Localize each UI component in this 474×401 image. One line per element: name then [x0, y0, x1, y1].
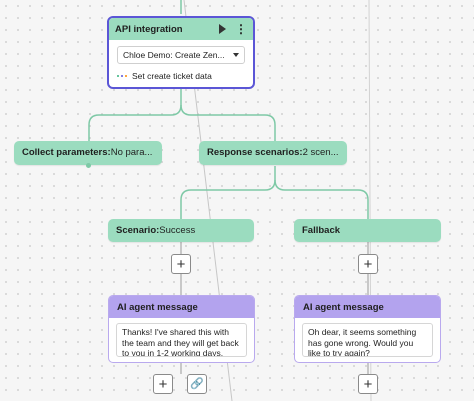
plus-icon: + — [363, 375, 373, 393]
chevron-down-icon — [233, 53, 239, 57]
ai-agent-message-text[interactable]: Thanks! I've shared this with the team a… — [116, 323, 247, 357]
action-dots-icon — [117, 75, 127, 77]
collect-parameters-node[interactable]: Collect parameters:No para... — [14, 141, 162, 165]
add-step-button-left[interactable]: + — [171, 254, 191, 274]
api-integration-select-value: Chloe Demo: Create Zen... — [123, 50, 225, 60]
ai-agent-message-title: AI agent message — [295, 296, 440, 318]
api-integration-node[interactable]: API integration ⋮ Chloe Demo: Create Zen… — [107, 16, 255, 89]
play-icon[interactable] — [219, 24, 226, 34]
ai-agent-message-card-success[interactable]: AI agent message Thanks! I've shared thi… — [108, 295, 255, 363]
collect-parameters-label: Collect parameters: — [22, 147, 111, 158]
scenario-value: Success — [159, 225, 196, 236]
link-icon: 🔗 — [190, 377, 204, 390]
response-scenarios-label: Response scenarios: — [207, 147, 303, 158]
api-integration-select[interactable]: Chloe Demo: Create Zen... — [117, 46, 245, 64]
fallback-node[interactable]: Fallback — [294, 219, 441, 242]
collect-parameters-value: No para... — [110, 147, 153, 158]
fallback-label: Fallback — [302, 225, 341, 236]
api-action-label: Set create ticket data — [132, 71, 212, 81]
link-button[interactable]: 🔗 — [187, 374, 207, 394]
plus-icon: + — [176, 255, 186, 273]
api-integration-header: API integration ⋮ — [109, 18, 253, 40]
ai-agent-message-card-fallback[interactable]: AI agent message Oh dear, it seems somet… — [294, 295, 441, 363]
api-integration-title: API integration — [115, 23, 183, 35]
add-step-button-right[interactable]: + — [358, 254, 378, 274]
response-scenarios-node[interactable]: Response scenarios:2 scen... — [199, 141, 347, 165]
api-action-row[interactable]: Set create ticket data — [117, 71, 245, 81]
add-step-button-bottom-left[interactable]: + — [153, 374, 173, 394]
add-step-button-bottom-right[interactable]: + — [358, 374, 378, 394]
collect-parameters-handle[interactable] — [86, 163, 91, 168]
more-options-icon[interactable]: ⋮ — [235, 22, 247, 36]
plus-icon: + — [158, 375, 168, 393]
response-scenarios-value: 2 scen... — [302, 147, 339, 158]
scenario-success-node[interactable]: Scenario:Success — [108, 219, 254, 242]
plus-icon: + — [363, 255, 373, 273]
ai-agent-message-title: AI agent message — [109, 296, 254, 318]
ai-agent-message-text[interactable]: Oh dear, it seems something has gone wro… — [302, 323, 433, 357]
scenario-label: Scenario: — [116, 225, 160, 236]
